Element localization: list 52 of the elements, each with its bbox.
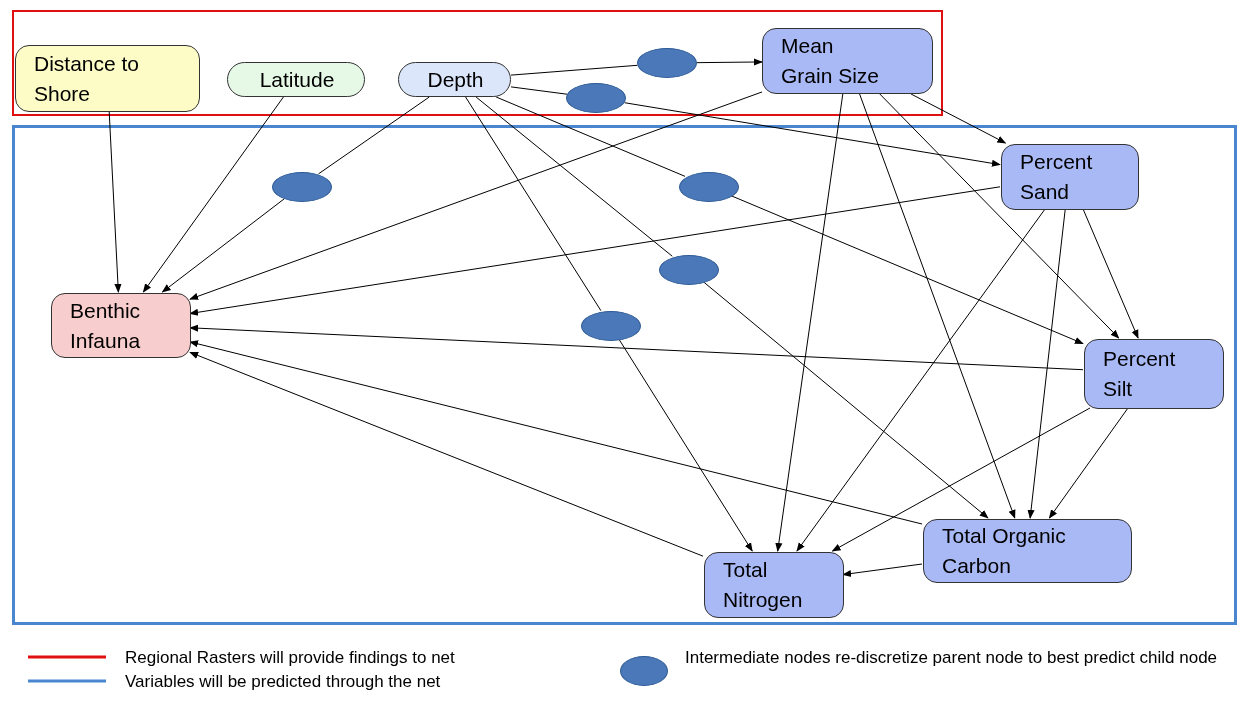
node-label: Percent Silt	[1103, 346, 1177, 402]
arrow	[696, 58, 763, 66]
legend-text: Regional Rasters will provide findings to net	[125, 647, 456, 668]
arrow	[859, 93, 1016, 519]
node-label: Distance to Shore	[34, 50, 141, 107]
region-frame	[12, 125, 1237, 625]
arrow	[618, 338, 753, 552]
legend-text: Variables will be predicted through the net	[125, 671, 442, 692]
variable-box	[704, 552, 844, 618]
variable-pill	[227, 62, 365, 97]
arrow	[1048, 407, 1129, 519]
arrow	[142, 96, 284, 293]
arrow	[189, 340, 923, 525]
variable-box	[923, 519, 1132, 583]
intermediate-node	[272, 172, 332, 202]
arrow	[831, 407, 1091, 552]
arrow	[189, 91, 763, 300]
region-frame	[12, 10, 943, 116]
arrow	[842, 563, 923, 578]
arrow	[910, 93, 1007, 144]
variable-box	[762, 28, 933, 94]
node-label: Total Organic Carbon	[942, 523, 1067, 579]
node-label: Mean Grain Size	[781, 33, 881, 89]
node-label: Percent Sand	[1020, 149, 1094, 205]
arrow	[1027, 208, 1066, 519]
intermediate-node	[659, 255, 719, 285]
arrow	[775, 93, 844, 552]
variable-box	[1084, 339, 1224, 409]
arrow	[624, 102, 1001, 167]
intermediate-node	[566, 83, 626, 113]
legend-text: Intermediate nodes re-discretize parent node to best predict child node	[685, 647, 1219, 668]
arrow	[189, 351, 704, 557]
node-label: Depth	[426, 66, 485, 93]
arrow	[730, 195, 1084, 345]
node-label: Latitude	[258, 66, 336, 93]
intermediate-node	[637, 48, 697, 78]
arrow	[796, 208, 1046, 552]
arrow	[161, 198, 286, 293]
intermediate-node	[581, 311, 641, 341]
arrow	[189, 186, 1001, 316]
variable-box	[51, 293, 191, 358]
node-label: Total Nitrogen	[723, 557, 804, 613]
arrow	[108, 111, 122, 293]
node-label: Benthic Infauna	[70, 297, 142, 354]
arrow	[189, 324, 1084, 371]
arrow	[703, 281, 989, 519]
arrow	[1082, 208, 1139, 339]
arrow	[879, 93, 1120, 339]
variable-box	[15, 45, 200, 112]
variable-box	[1001, 144, 1139, 210]
variable-pill	[398, 62, 511, 97]
intermediate-node	[679, 172, 739, 202]
